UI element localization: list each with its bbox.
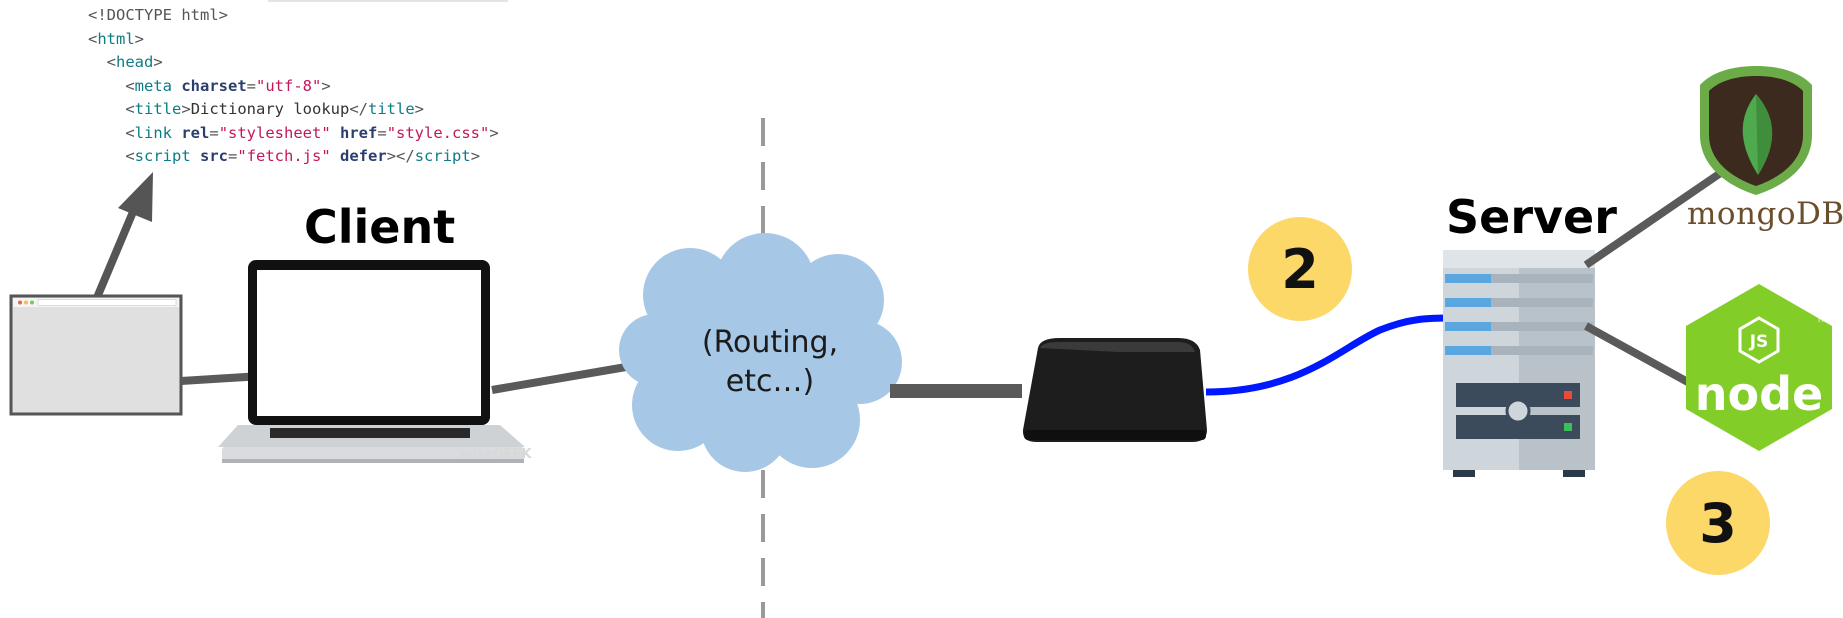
router-server-cable [1205, 314, 1451, 396]
node-wordmark: node [1695, 367, 1823, 421]
code-token: < [125, 100, 135, 118]
mongodb-logo-icon [1700, 66, 1812, 195]
code-line: <link rel="stylesheet" href="style.css"> [88, 122, 499, 146]
server-label: Server [1446, 190, 1617, 244]
code-line: <!DOCTYPE html> [88, 4, 499, 28]
code-token: = [377, 123, 387, 142]
code-token: <!DOCTYPE html> [88, 6, 228, 24]
mongodb-wordmark: mongoDB [1687, 196, 1843, 232]
code-token: > [489, 123, 499, 142]
nodejs-logo-icon [1686, 284, 1832, 451]
code-line: <head> [88, 51, 499, 75]
code-token: > [470, 147, 481, 165]
code-token: < [88, 29, 98, 48]
server-icon [1443, 250, 1595, 477]
node-trademark: TM [1816, 316, 1827, 324]
step-badge-2: 2 [1248, 217, 1352, 321]
code-token: script [414, 147, 471, 165]
client-label: Client [304, 200, 456, 254]
code-token: < [106, 53, 117, 71]
code-token: > [321, 76, 331, 95]
code-token: src [200, 147, 229, 165]
laptop-icon [218, 260, 525, 463]
code-token: Dictionary lookup [190, 100, 350, 118]
code-token: "stylesheet" [218, 123, 331, 142]
code-token: > [153, 53, 163, 71]
step-badge-3: 3 [1666, 471, 1770, 575]
laptop-cloud-connector [491, 363, 627, 394]
node-js-badge-text: JS [1749, 332, 1769, 352]
code-token: "utf-8" [256, 76, 322, 95]
html-code-snippet: <!DOCTYPE html><html> <head> <meta chars… [88, 4, 499, 169]
cloud-label: (Routing, etc…) [690, 323, 850, 401]
cloud-icon [619, 233, 902, 472]
code-line: <html> [88, 28, 499, 52]
code-token: > [181, 100, 191, 118]
laptop-watermark: wiseGEEK [460, 447, 532, 462]
browser-window-icon [9, 294, 183, 416]
code-token: title [368, 100, 415, 118]
top-edge-bar [268, 0, 508, 2]
code-token: = [246, 76, 257, 95]
code-line: <title>Dictionary lookup</title> [88, 98, 499, 122]
code-token: meta [134, 76, 172, 95]
code-token: = [209, 123, 219, 142]
code-token: < [125, 147, 135, 165]
code-token: ></ [386, 147, 415, 165]
code-token: rel [181, 123, 210, 142]
code-token: </ [349, 100, 368, 118]
server-mongodb-connector [1583, 168, 1725, 269]
code-token: defer [340, 147, 387, 165]
code-token: href [340, 123, 378, 142]
code-token: head [116, 53, 154, 71]
cloud-label-line1: (Routing, [701, 325, 839, 360]
code-line: <script src="fetch.js" defer></script> [88, 145, 499, 169]
code-token: charset [181, 76, 247, 95]
router-icon [1022, 338, 1207, 442]
code-token: > [414, 100, 425, 118]
code-token: < [125, 76, 135, 95]
code-token: script [134, 147, 191, 165]
code-token: = [228, 147, 238, 165]
code-token: html [97, 29, 135, 48]
code-token: link [134, 123, 172, 142]
code-token: > [134, 29, 145, 48]
code-token: title [134, 100, 182, 118]
arrow-to-code-icon [92, 172, 153, 302]
server-node-connector [1584, 322, 1697, 390]
code-token: "fetch.js" [237, 147, 331, 165]
code-token: "style.css" [386, 123, 490, 142]
code-token: < [125, 123, 135, 142]
code-line: <meta charset="utf-8"> [88, 75, 499, 99]
cloud-label-line2: etc…) [725, 364, 815, 399]
